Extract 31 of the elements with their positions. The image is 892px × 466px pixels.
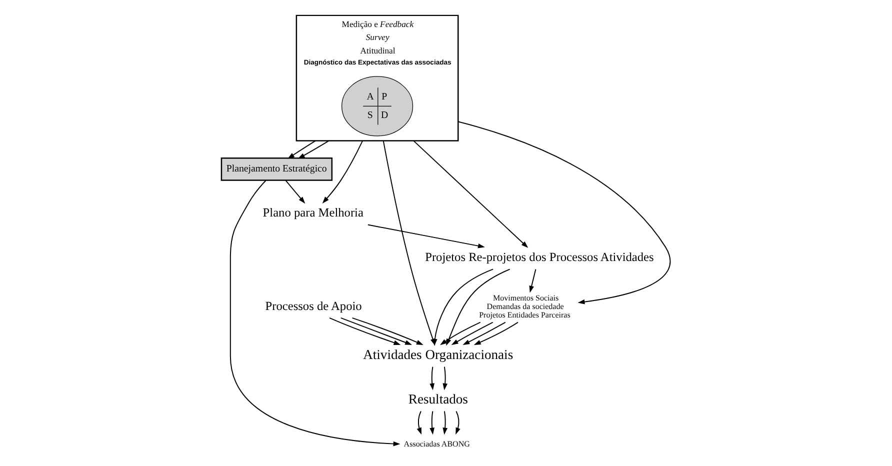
arrow [430,410,434,435]
arrow [451,322,494,346]
arrow [288,140,316,159]
arrow [529,268,536,293]
arrow [322,140,364,204]
arrow [462,322,506,345]
arrow [474,322,518,345]
node-text: Resultados [408,391,468,406]
arrow [367,224,485,248]
arrow [416,410,422,435]
arrow [340,317,412,345]
node-box: Planejamento Estratégico [220,157,333,181]
arrow [442,366,448,390]
arrow [430,366,434,390]
node-text: Processos de Apoio [265,298,362,313]
arrow [285,180,306,204]
arrow [230,180,400,446]
node-ellipse: A P S D [341,76,414,136]
arrow [382,140,436,346]
arrow [458,121,671,304]
arrow [329,317,401,345]
arrow [413,140,528,248]
arrow [442,410,448,435]
node-text: Atividades Organizacionais [363,346,514,362]
node-text: Projetos Re-projetos dos Processos Atividades [425,250,654,264]
arrow [352,317,424,345]
arrow [456,410,460,435]
arrow [298,140,330,159]
arrow [446,268,510,346]
node-text: Plano para Melhoria [262,206,364,220]
arrow [440,322,481,346]
